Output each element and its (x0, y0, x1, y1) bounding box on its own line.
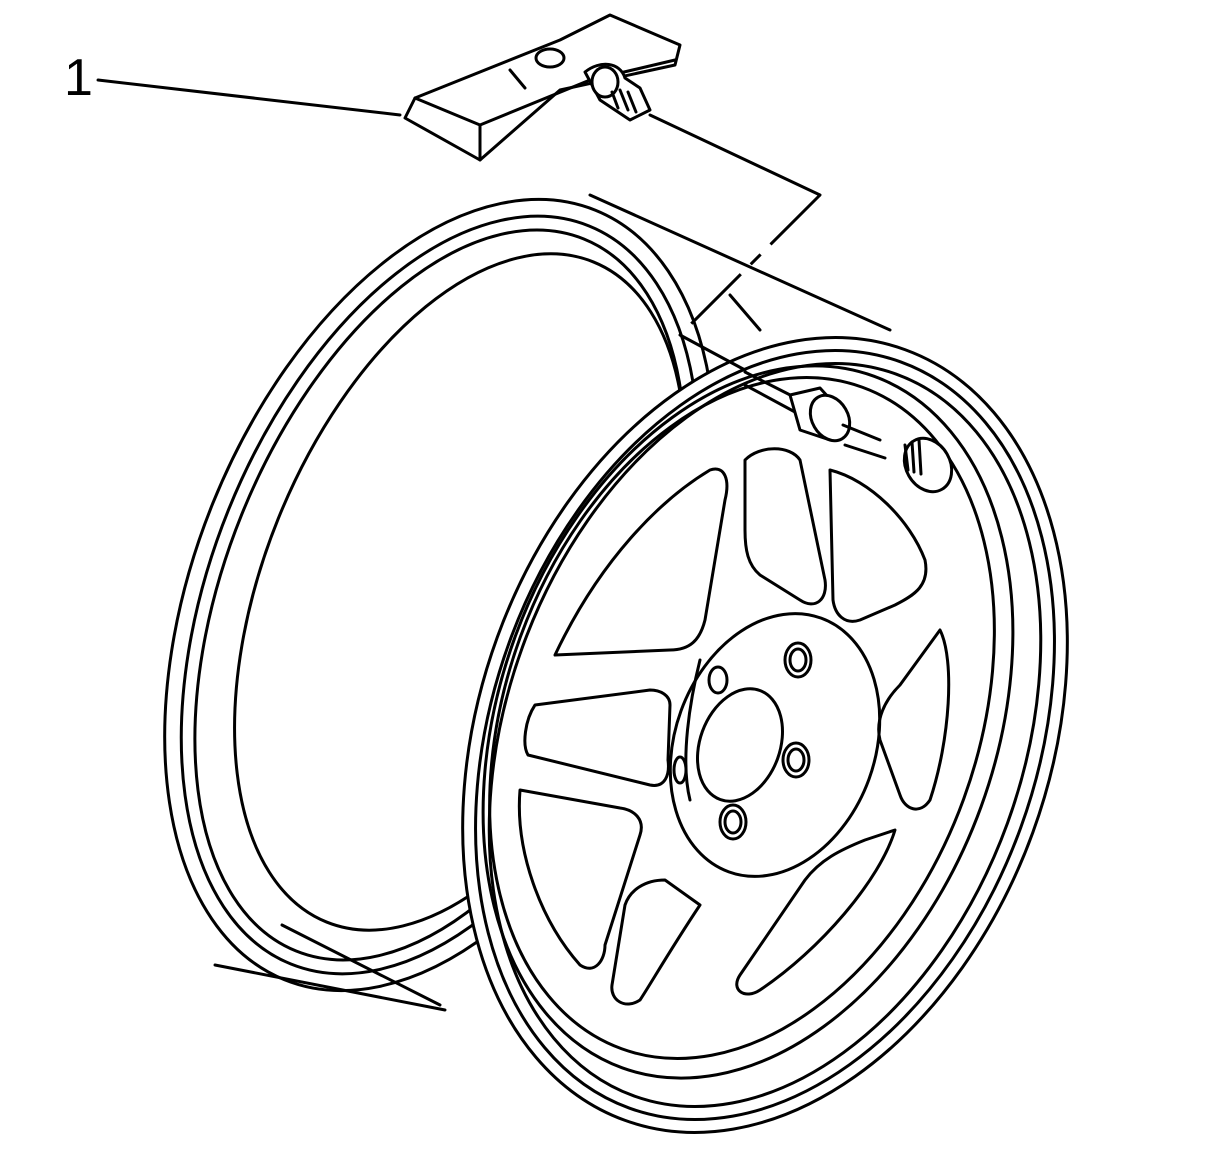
assembly-leader-line (648, 113, 822, 372)
wheel-spoke-windows (517, 447, 951, 1006)
valve-stem (743, 370, 954, 494)
wheel-hub (668, 612, 882, 878)
callout-number-1: 1 (64, 49, 93, 107)
callout-leader-line (96, 78, 402, 117)
lug-holes (672, 641, 813, 841)
wheel-front-face (461, 336, 1069, 1134)
tire-pressure-sensor (403, 13, 682, 162)
